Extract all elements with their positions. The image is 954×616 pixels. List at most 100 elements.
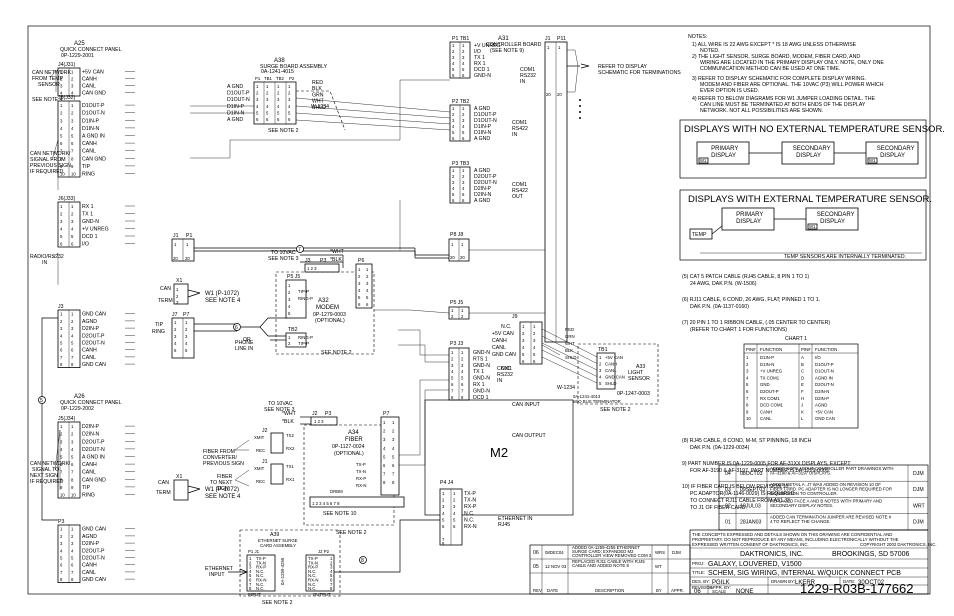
chart1-cell: H	[801, 396, 804, 401]
svg-text:DRBM: DRBM	[330, 489, 343, 494]
pin-label: CANL	[82, 84, 96, 90]
pin-label: D1OUT-N	[82, 111, 105, 117]
drawing-number: 1229-R03B-177662	[800, 581, 913, 596]
rs232-pin-label: GND-N	[473, 363, 490, 369]
svg-text:P3: P3	[58, 519, 64, 525]
svg-text:1: 1	[174, 242, 177, 247]
pin-number: 6	[533, 359, 536, 364]
pin-number: 1	[60, 70, 63, 75]
svg-text:1: 1	[461, 242, 464, 247]
pin-number: 10	[71, 493, 76, 498]
a25-pn: 0P-1229-2001	[61, 53, 94, 59]
svg-text:30OCT02: 30OCT02	[858, 580, 885, 586]
pin-number: 3	[366, 281, 369, 286]
pin-label: I/O	[82, 242, 89, 248]
svg-text:20: 20	[546, 92, 551, 97]
chart1-cell: I/O	[815, 355, 821, 360]
pin-number: 4	[60, 447, 63, 452]
modem-pin-label: RING-P	[298, 296, 313, 301]
svg-text:FIBER: FIBER	[345, 437, 363, 443]
sensor-wire-color: GRN	[565, 334, 575, 339]
svg-text:A32: A32	[318, 298, 329, 304]
drawing-title: SCHEM, SIG WIRING, INTERNAL W/QUICK CONN…	[708, 570, 901, 577]
pin-number: 8	[60, 577, 63, 582]
pin-number: 1	[288, 283, 291, 288]
cat5-loop: 5	[38, 317, 58, 521]
pin-number: 8	[71, 477, 74, 482]
svg-text:(OPTIONAL): (OPTIONAL)	[315, 318, 345, 324]
svg-text:REVISION: REVISION	[692, 585, 713, 590]
pin-number: 6	[60, 141, 63, 146]
svg-text:CHART 1: CHART 1	[785, 336, 807, 342]
pin-number: 5	[249, 573, 252, 578]
chart1-cell: AGND	[815, 403, 827, 408]
a38-surge-board: A38 SURGE BOARD ASSEMBLY 0A-1241-4015 P1…	[227, 58, 346, 134]
rev-header: REV	[533, 588, 542, 593]
chart1-cell: D1OUT-N	[815, 369, 834, 374]
pin-number: 6	[330, 578, 333, 583]
rev-date: 10JUL03	[740, 503, 761, 509]
pin-number: 3	[462, 118, 465, 123]
rev-description: REPLACED FACE A AND B NOTES WITH PRIMARY…	[770, 498, 882, 508]
pin-number: 1	[174, 320, 177, 325]
pin-number: 2	[60, 534, 63, 539]
rs232-pin-label: GND-N	[473, 376, 490, 382]
chart1-cell: TX COM1	[760, 375, 780, 380]
notes-block: NOTES: 1) ALL WIRE IS 22 AWG EXCEPT * IS…	[679, 34, 945, 511]
pin-number: 1	[452, 168, 455, 173]
pin-number: 1	[599, 355, 602, 360]
pin-number: 4	[60, 548, 63, 553]
pin-number: 6	[461, 382, 464, 387]
pin-number: 6	[71, 563, 74, 568]
m2-label: M2	[490, 445, 508, 460]
pin-number: 2	[383, 429, 386, 434]
pin-number: 3	[71, 326, 74, 331]
svg-text:P3 J3: P3 J3	[450, 341, 463, 347]
svg-text:P7: P7	[183, 312, 189, 318]
sensor-wire-color: WHT	[565, 341, 575, 346]
pin-number: 6	[71, 462, 74, 467]
sensor-pin-label: GND CAN	[605, 375, 625, 380]
ethernet-pin-label: RX-N	[464, 524, 477, 530]
rs232-pin-label: RTS 1	[473, 356, 488, 362]
pin-number: 5	[71, 234, 74, 239]
svg-text:0A-1259-4255: 0A-1259-4255	[280, 557, 285, 585]
j1-label: J1	[173, 233, 179, 239]
callout-5	[38, 396, 46, 404]
svg-text:XMIT: XMIT	[254, 435, 265, 440]
pin-number: 2	[330, 560, 333, 565]
chart1-cell: C	[801, 369, 804, 374]
svg-text:(OPTIONAL): (OPTIONAL)	[334, 451, 364, 457]
w1-jumper: W1	[700, 158, 707, 163]
rs232-pin-label: GND-N	[473, 350, 490, 356]
surge-input-pin: N.C.	[256, 573, 265, 578]
pin-number: 6	[442, 524, 445, 529]
pin-number: 2	[60, 212, 63, 217]
svg-text:J1: J1	[262, 459, 268, 465]
svg-text:REC: REC	[256, 479, 265, 484]
pin-number: 4	[288, 104, 291, 109]
svg-text:0P-1127-0024: 0P-1127-0024	[332, 444, 365, 450]
svg-text:OR: OR	[243, 337, 251, 343]
can-pin-label: GND CAN	[492, 352, 516, 358]
pin-number: 3	[174, 334, 177, 339]
pin-number: 8	[60, 156, 63, 161]
pin-number: 2	[185, 327, 188, 332]
wire-color: WHT	[312, 99, 325, 105]
pin-number: 2	[71, 77, 74, 82]
temp-sensor-label: TEMP	[692, 232, 707, 238]
surge-pin-label: D1OUT-N	[227, 97, 250, 103]
wire-color: GRN	[312, 92, 324, 98]
rev-header: DATE	[547, 588, 558, 593]
pin-label: D2IN-P	[82, 424, 100, 430]
surge-pin-label: D1IN-N	[227, 110, 245, 116]
fiber-pin-label: RX-N	[356, 483, 367, 488]
svg-text:P3: P3	[325, 411, 331, 417]
pin-label: CAN GND	[82, 477, 106, 483]
pin-label: CANH	[82, 348, 97, 354]
svg-text:DRAWN BY:: DRAWN BY:	[771, 579, 795, 584]
